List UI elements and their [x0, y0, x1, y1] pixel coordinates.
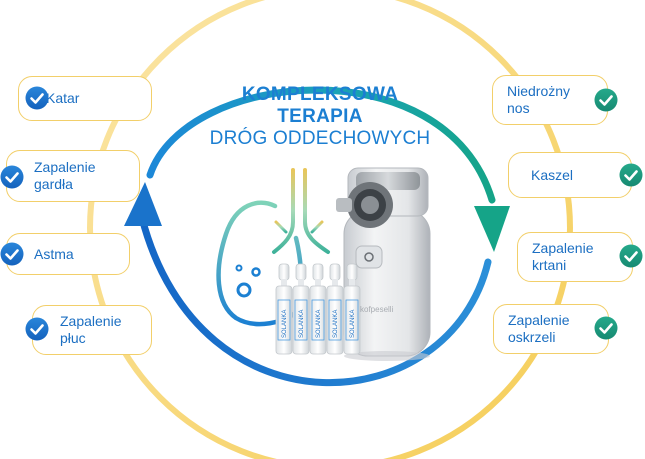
- check-badge-icon: [594, 88, 618, 112]
- ampoule: SOLANKA: [275, 263, 293, 355]
- condition-pill-zapalenie-pluc: Zapalenie płuc: [32, 305, 152, 355]
- headline-line-2: TERAPIA: [277, 105, 363, 127]
- condition-pill-kaszel: Kaszel: [508, 152, 632, 198]
- condition-pill-astma: Astma: [6, 233, 130, 275]
- ampoule-label: SOLANKA: [350, 310, 356, 338]
- condition-label: Niedrożny nos: [507, 83, 571, 116]
- ampoule-label: SOLANKA: [316, 310, 322, 338]
- cycle-arrows-icon: [124, 86, 510, 386]
- ampoule: SOLANKA: [292, 263, 310, 355]
- condition-label: Katar: [46, 90, 80, 107]
- check-badge-icon: [0, 242, 24, 266]
- outer-ring: [87, 0, 573, 459]
- condition-pill-zapalenie-oskrzeli: Zapalenie oskrzeli: [493, 304, 609, 354]
- device-brand: kofpeselli: [360, 305, 394, 314]
- condition-pill-zapalenie-gardla: Zapalenie gardła: [6, 150, 140, 202]
- headline: KOMPLEKSOWA TERAPIA DRÓG ODDECHOWYCH: [170, 84, 470, 150]
- check-badge-icon: [25, 86, 49, 110]
- nebulizer-icon: kofpeselli: [336, 167, 431, 361]
- ampoule-label: SOLANKA: [282, 310, 288, 338]
- check-badge-icon: [25, 317, 49, 341]
- condition-label: Zapalenie gardła: [34, 159, 96, 192]
- headline-line-3: DRÓG ODDECHOWYCH: [209, 127, 431, 149]
- condition-pill-zapalenie-krtani: Zapalenie krtani: [517, 232, 633, 282]
- condition-label: Zapalenie krtani: [532, 240, 594, 273]
- ampoule: SOLANKA: [343, 263, 361, 355]
- ampoule-label: SOLANKA: [333, 310, 339, 338]
- check-badge-icon: [594, 316, 618, 340]
- headline-line-1: KOMPLEKSOWA: [241, 84, 399, 105]
- condition-label: Zapalenie oskrzeli: [508, 312, 570, 345]
- check-badge-icon: [0, 165, 24, 189]
- condition-label: Zapalenie płuc: [60, 313, 122, 346]
- check-badge-icon: [619, 244, 643, 268]
- condition-pill-niedrozny-nos: Niedrożny nos: [492, 75, 608, 125]
- check-badge-icon: [619, 163, 643, 187]
- condition-label: Kaszel: [531, 166, 574, 183]
- ampoule: SOLANKA: [326, 263, 344, 355]
- ampoule-label: SOLANKA: [299, 310, 305, 338]
- ampoules-icon: SOLANKA SOLANKA SOLANKA SOLANKA SOLANKA: [275, 263, 361, 355]
- condition-label: Astma: [34, 245, 74, 262]
- ampoule: SOLANKA: [309, 263, 327, 355]
